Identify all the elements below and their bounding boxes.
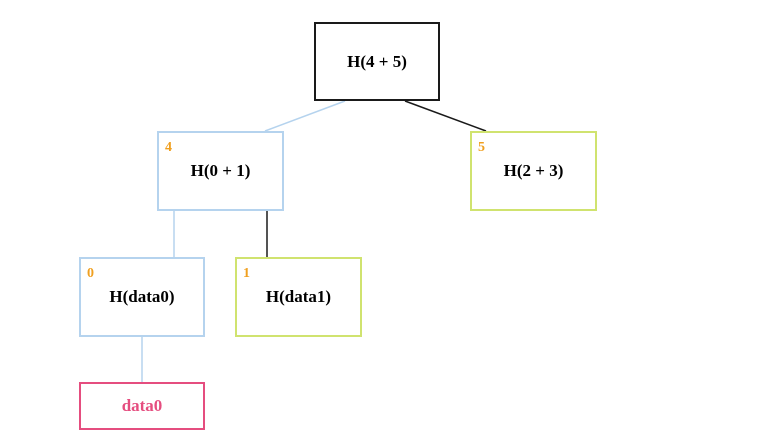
node-5-label: H(2 + 3)	[503, 161, 564, 180]
node-root-label: H(4 + 5)	[347, 51, 407, 71]
node-data0-label: data0	[121, 396, 163, 415]
edge-root-to-4	[264, 100, 346, 132]
edge-root-to-5	[404, 100, 487, 132]
node-0-label: H(data0)	[109, 287, 175, 306]
node-0-index: 0	[87, 266, 94, 281]
node-0: 0 H(data0)	[79, 257, 205, 337]
node-1-index: 1	[243, 266, 250, 281]
node-4-label: H(0 + 1)	[190, 161, 251, 180]
node-root-hash: H(4 + 5)	[314, 22, 440, 101]
node-4: 4 H(0 + 1)	[157, 131, 284, 211]
node-5-index: 5	[478, 140, 485, 155]
node-1-label: H(data1)	[265, 287, 332, 306]
node-5: 5 H(2 + 3)	[470, 131, 597, 211]
node-4-index: 4	[165, 140, 172, 155]
node-data0-leaf: data0	[79, 382, 205, 430]
node-1: 1 H(data1)	[235, 257, 362, 337]
